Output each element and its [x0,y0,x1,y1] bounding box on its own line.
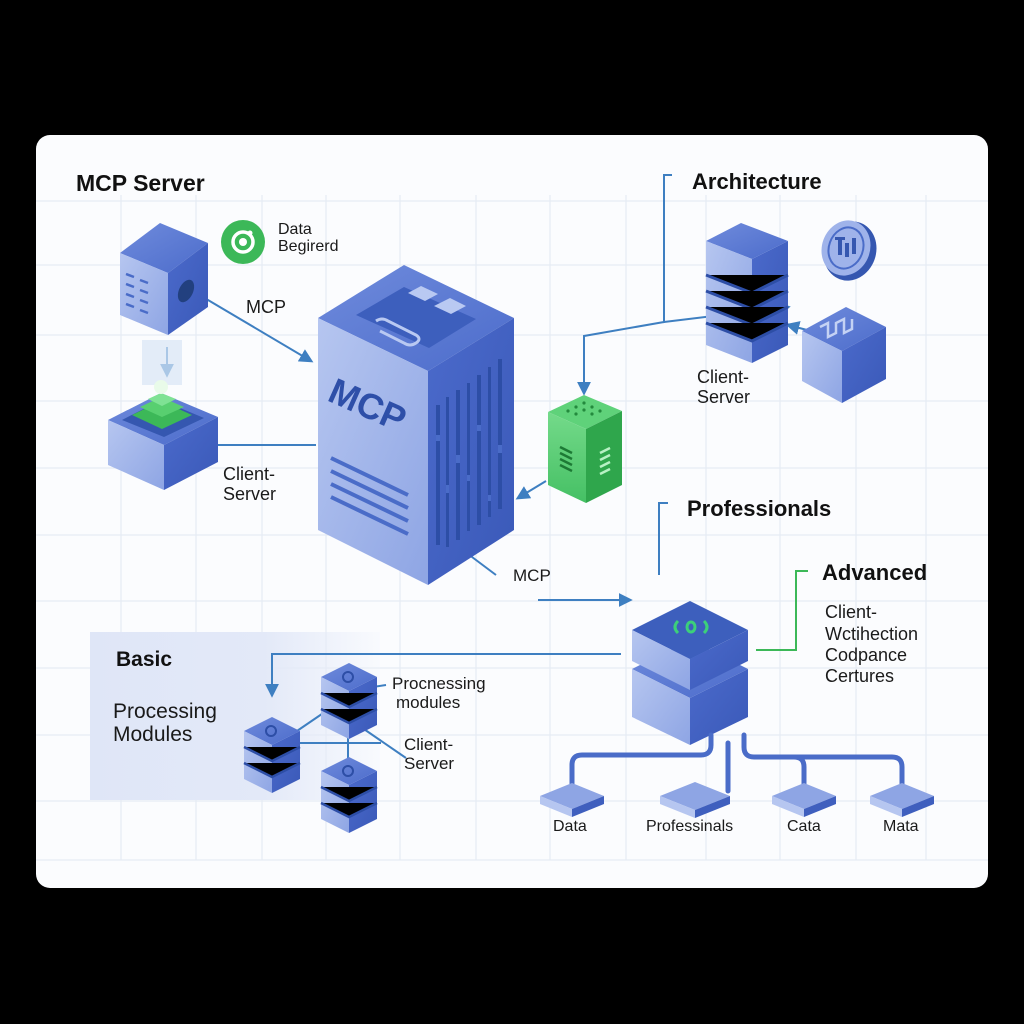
connector-line [658,502,668,575]
connector-arrow [265,653,621,698]
mcp-connector-label: MCP [246,297,286,317]
module-stack-icon [243,717,301,793]
advanced-title: Advanced [822,560,928,585]
legend-badge-line1: Data [278,221,312,238]
green-layer-cube-icon [108,340,218,490]
advanced-connector [756,570,808,651]
basic-subtitle-line1: Processing [113,700,217,723]
diagram-artwork: MCP [108,174,934,833]
advanced-line-3: Codpance [825,645,908,665]
mcp-bottom-label: MCP [513,566,551,585]
server-cube-icon [120,223,208,335]
connector-arrow [515,480,547,500]
client-server-label-line1: Client- [223,464,276,484]
advanced-line-1: Client- [825,602,878,622]
leaf-node-label: Cata [787,818,821,835]
stacked-server-icon [705,223,789,363]
leaf-node-label: Mata [883,818,919,835]
advanced-line-2: Wctihection [825,624,919,644]
legend-badge-line2: Begirerd [278,238,339,255]
basic-subtitle-line2: Modules [113,723,193,746]
module-stack-icon [320,663,378,739]
tree-connectors [569,732,905,794]
architecture-node-label-line2: Server [697,387,751,407]
basic-client-label-line2: Server [404,754,455,773]
professionals-title: Professionals [687,496,832,521]
main-server-tower-icon: MCP [318,265,514,585]
advanced-line-4: Certures [825,666,895,686]
green-circle-refresh-icon [221,220,265,264]
diagram-canvas: MCP [36,135,988,888]
module-label-line2: modules [396,693,461,712]
chart-coin-icon [821,220,877,281]
basic-client-label-line1: Client- [404,735,454,754]
client-server-label-line2: Server [223,484,277,504]
leaf-node-icon [660,782,730,818]
architecture-title: Architecture [692,169,822,194]
architecture-node-label-line1: Client- [697,367,750,387]
basic-title: Basic [116,648,173,671]
diagram-title: MCP Server [76,170,205,196]
green-server-icon [548,395,622,503]
leaf-node-icon [540,783,604,817]
leaf-node-plates [540,782,934,818]
leaf-node-icon [772,783,836,817]
professionals-bracket [658,502,668,575]
connector-arrow [577,321,665,396]
circuit-cube-icon [802,307,886,403]
module-label-line1: Procnessing [392,674,486,693]
leaf-node-label: Professinals [646,818,734,835]
hub-server-icon [632,601,748,745]
module-stack-icon [320,757,378,833]
leaf-node-icon [870,783,934,817]
leaf-node-label: Data [553,818,587,835]
architecture-bracket [663,174,672,323]
